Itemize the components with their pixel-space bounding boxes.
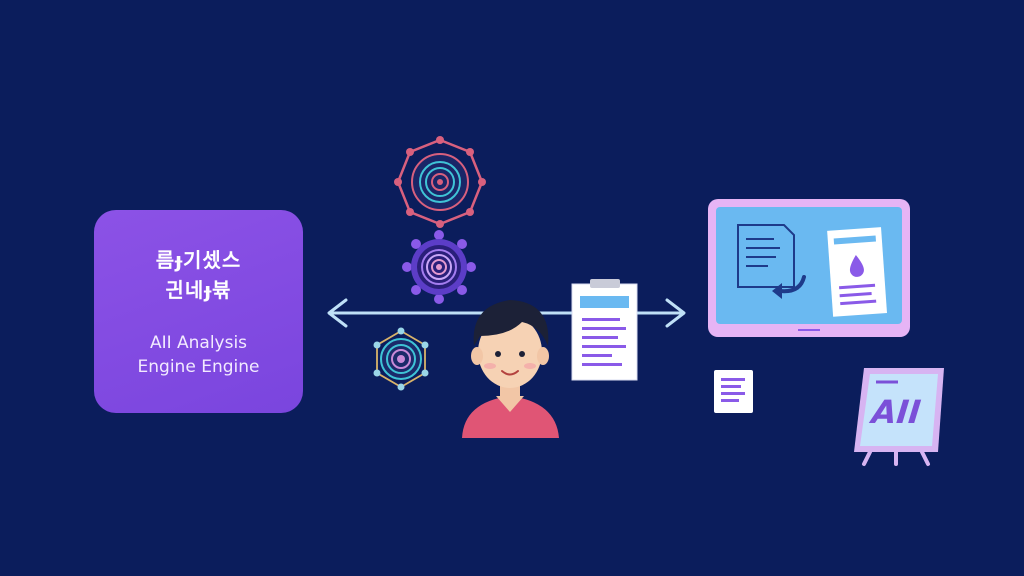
easel-tablet-icon	[854, 368, 944, 466]
source-document-icon	[737, 224, 795, 288]
engine-subtitle-line2: Engine Engine	[137, 356, 260, 377]
data-node-icon	[373, 327, 429, 391]
transfer-arrow-icon	[772, 275, 806, 299]
result-document-icon	[827, 227, 888, 317]
engine-title-line1: 름ɟ기셌스	[155, 247, 242, 272]
person-avatar	[462, 300, 559, 438]
network-node-icon	[394, 136, 486, 228]
engine-title-line2: 긘네ɟ뷲	[165, 277, 232, 302]
monitor-content	[737, 224, 888, 331]
gear-network-icon	[402, 230, 476, 304]
engine-subtitle-line1: AI͏I Analysis	[149, 332, 248, 353]
analysis-engine-card: 름ɟ기셌스 긘네ɟ뷲 AI͏I Analysis Engine Engine	[94, 210, 303, 413]
clipboard-report-icon	[571, 279, 638, 381]
tablet-label: AII	[870, 393, 923, 431]
small-document-icon	[714, 370, 753, 413]
